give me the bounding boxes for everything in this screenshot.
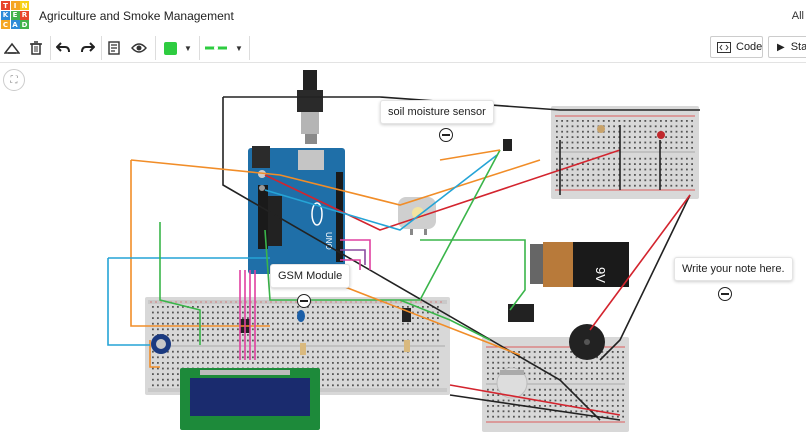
all-designs-link[interactable]: All: [791, 10, 804, 22]
toolbar-divider: [50, 36, 51, 60]
lcd-display[interactable]: [180, 368, 320, 430]
logo-letter: N: [20, 1, 29, 10]
trash-icon[interactable]: [26, 37, 46, 59]
fill-color-picker[interactable]: ▼: [160, 37, 196, 59]
battery-label: 9V: [593, 267, 608, 283]
note-soil-moisture-sensor[interactable]: soil moisture sensor: [380, 100, 494, 124]
code-button-label: Code: [736, 41, 763, 53]
collapse-note-icon[interactable]: [439, 128, 453, 142]
piezo-buzzer[interactable]: [569, 324, 605, 360]
rotate-icon[interactable]: [2, 37, 22, 59]
logo-letter: C: [1, 20, 10, 29]
notes-icon[interactable]: [104, 37, 124, 59]
note-write-your-note[interactable]: Write your note here.: [674, 257, 793, 281]
note-text: Write your note here.: [682, 263, 785, 275]
breadboard-top-right-holes: [556, 120, 693, 187]
ic-sensor[interactable]: [402, 308, 411, 322]
wire-color-picker[interactable]: ▼: [203, 37, 245, 59]
note-gsm-module[interactable]: GSM Module: [270, 264, 351, 288]
note-text: soil moisture sensor: [388, 106, 486, 118]
logo-letter: E: [10, 10, 20, 20]
logo-letter: D: [20, 20, 29, 29]
photoresistor[interactable]: [597, 125, 605, 133]
breadboard-left-holes: [152, 306, 439, 387]
toolbar-divider: [101, 36, 102, 60]
resistor[interactable]: [404, 340, 410, 352]
capacitor[interactable]: [297, 310, 305, 322]
resistor[interactable]: [300, 343, 306, 355]
relay-module[interactable]: [508, 304, 534, 322]
start-button-label: Sta: [790, 41, 806, 53]
arduino-uno[interactable]: UNO: [248, 146, 345, 274]
code-button[interactable]: Code: [710, 36, 763, 58]
wires[interactable]: [107, 96, 700, 421]
circuit-canvas[interactable]: UNO 9V: [0, 63, 806, 448]
battery-9v[interactable]: 9V: [530, 242, 629, 287]
gas-sensor[interactable]: [496, 367, 528, 399]
eye-icon[interactable]: [128, 37, 150, 59]
logo-letter: K: [1, 10, 10, 20]
undo-icon[interactable]: [53, 37, 73, 59]
redo-icon[interactable]: [78, 37, 98, 59]
code-icon: [717, 41, 731, 53]
red-led[interactable]: [657, 131, 665, 139]
fit-view-icon[interactable]: ⛶: [3, 69, 25, 91]
note-text: GSM Module: [278, 270, 343, 282]
collapse-note-icon[interactable]: [718, 287, 732, 301]
chevron-down-icon: ▼: [184, 43, 192, 53]
potentiometer[interactable]: [151, 334, 171, 354]
editor-toolbar: ▼ ▼ Code ▶ Sta: [0, 33, 806, 63]
logo-letter: A: [10, 20, 20, 29]
play-icon: ▶: [777, 41, 785, 53]
collapse-note-icon[interactable]: [297, 294, 311, 308]
logo-letter: T: [1, 1, 10, 10]
toolbar-divider: [199, 36, 200, 60]
project-title[interactable]: Agriculture and Smoke Management: [39, 9, 234, 23]
chevron-down-icon: ▼: [235, 43, 243, 53]
toolbar-divider: [155, 36, 156, 60]
arduino-label: UNO: [324, 232, 333, 250]
logo-letter: I: [10, 1, 20, 10]
toolbar-divider: [249, 36, 250, 60]
logo-letter: R: [20, 10, 29, 20]
fill-color-swatch: [164, 41, 178, 55]
usb-cable[interactable]: [297, 70, 323, 144]
soil-sensor-module[interactable]: [503, 139, 512, 151]
start-simulation-button[interactable]: ▶ Sta: [768, 36, 806, 58]
